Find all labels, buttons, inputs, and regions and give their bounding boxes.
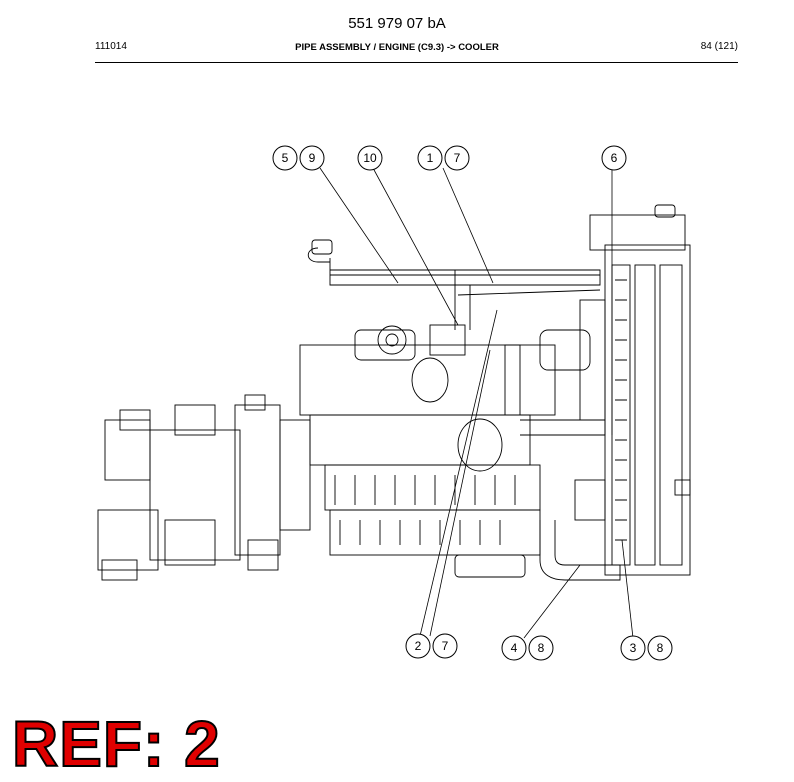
page-title: PIPE ASSEMBLY / ENGINE (C9.3) -> COOLER (295, 42, 499, 53)
callout-4[interactable]: 4 (501, 635, 527, 661)
svg-text:7: 7 (442, 639, 449, 653)
svg-text:3: 3 (630, 641, 637, 655)
page-number: 84 (121) (700, 41, 738, 52)
leader-lines (319, 167, 634, 639)
svg-text:10: 10 (363, 151, 377, 165)
callout-8-mid[interactable]: 8 (528, 635, 554, 661)
callout-10[interactable]: 10 (357, 145, 383, 171)
callout-2[interactable]: 2 (405, 633, 431, 659)
svg-text:8: 8 (657, 641, 664, 655)
callout-1[interactable]: 1 (417, 145, 443, 171)
callout-6[interactable]: 6 (601, 145, 627, 171)
callouts: 5 9 10 1 7 6 2 7 4 8 3 8 (272, 145, 673, 661)
callout-7-bottom[interactable]: 7 (432, 633, 458, 659)
callout-8-right[interactable]: 8 (647, 635, 673, 661)
callout-5[interactable]: 5 (272, 145, 298, 171)
svg-text:5: 5 (282, 151, 289, 165)
document-number: 551 979 07 bA (348, 15, 446, 32)
header-rule (95, 62, 738, 63)
svg-text:8: 8 (538, 641, 545, 655)
callout-9[interactable]: 9 (299, 145, 325, 171)
svg-text:7: 7 (454, 151, 461, 165)
engine-linework (97, 204, 691, 581)
svg-text:1: 1 (427, 151, 434, 165)
ref-label: REF: 2 (11, 708, 221, 780)
callout-3[interactable]: 3 (620, 635, 646, 661)
svg-text:9: 9 (309, 151, 316, 165)
date-code: 111014 (95, 41, 127, 52)
svg-text:2: 2 (415, 639, 422, 653)
svg-text:6: 6 (611, 151, 618, 165)
svg-text:4: 4 (511, 641, 518, 655)
callout-7-top[interactable]: 7 (444, 145, 470, 171)
